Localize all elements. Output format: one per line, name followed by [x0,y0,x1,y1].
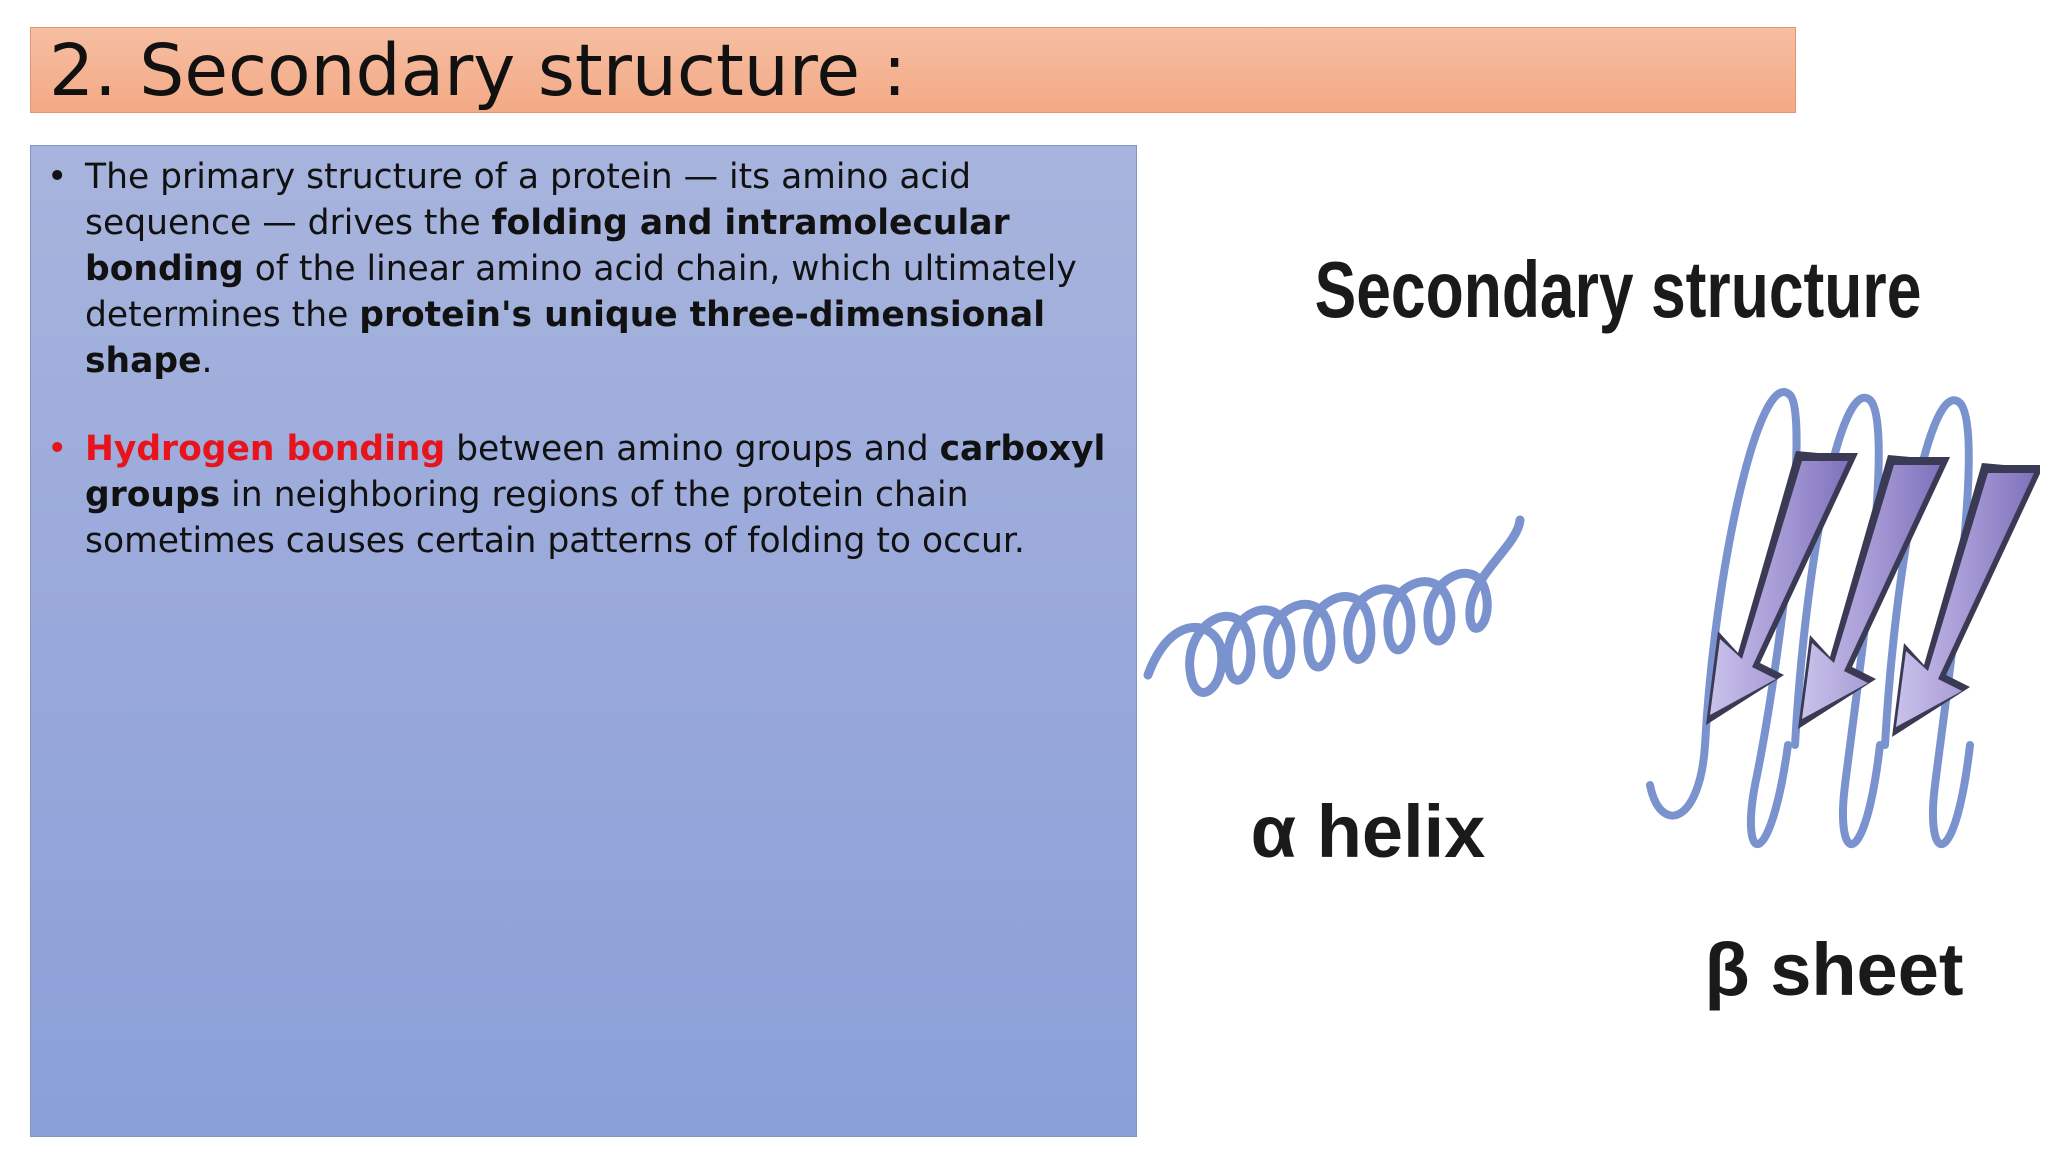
bullet-item-hydrogen-bonding: • Hydrogen bonding between amino groups … [47,426,1125,564]
bullet-bold-text: protein's unique three-dimensional shape [85,295,1046,381]
bullet-item-primary-structure: • The primary structure of a protein — i… [47,154,1125,384]
bullet-text: . [201,341,213,381]
secondary-structure-figure: Secondary structure α helix β sheet [1140,145,2040,1137]
text-panel: • The primary structure of a protein — i… [30,145,1137,1137]
bullet-dot-icon: • [47,157,68,197]
title-bar: 2. Secondary structure : [30,27,1796,113]
bullet-text: between amino groups and [445,429,940,469]
slide-title: 2. Secondary structure : [49,29,907,112]
alpha-helix-label: α helix [1251,790,1486,873]
bullet-text: of the linear amino acid chain, which ul… [85,249,1077,335]
alpha-helix-icon [1143,515,1525,697]
bullet-text: in neighboring regions of the protein ch… [85,475,1025,561]
bullet-dot-icon: • [47,429,68,469]
beta-sheet-label: β sheet [1704,928,1963,1011]
figure-heading: Secondary structure [1315,246,1922,335]
bullet-bold-text: folding and intramolecular bonding [85,203,1010,289]
beta-sheet-icon [1646,388,2040,848]
bullet-text: The primary structure of a protein — its… [85,157,971,243]
bullet-bold-text: carboxyl groups [85,429,1106,515]
bullet-highlight-text: Hydrogen bonding [85,429,446,469]
